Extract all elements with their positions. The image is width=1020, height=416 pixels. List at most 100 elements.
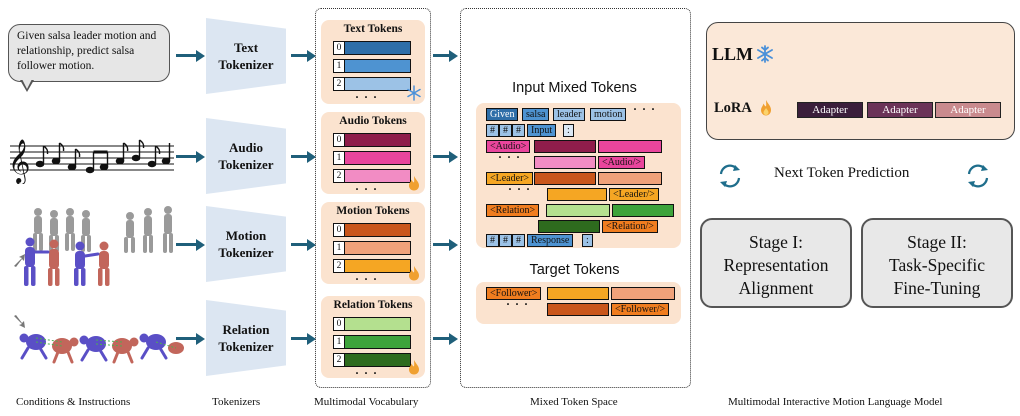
ellipsis: · · · bbox=[506, 297, 530, 311]
token-chip bbox=[546, 204, 610, 217]
arrow-icon bbox=[291, 332, 316, 345]
dancers-motion-figure bbox=[14, 206, 173, 286]
token-row: 2 bbox=[333, 259, 411, 273]
ellipsis: · · · bbox=[498, 150, 522, 164]
pointer-arrow-icon bbox=[14, 315, 25, 328]
column-label-tokenizers: Tokenizers bbox=[212, 396, 261, 408]
token-index: 2 bbox=[334, 354, 345, 366]
token-chip: motion bbox=[590, 108, 627, 121]
mixed-token-frame bbox=[460, 8, 691, 388]
token-chip bbox=[612, 204, 674, 217]
token-chip: # bbox=[512, 234, 525, 247]
llm-title: LLM bbox=[712, 44, 754, 64]
token-row: 2 bbox=[333, 353, 411, 367]
svg-text:𝄞: 𝄞 bbox=[8, 139, 30, 184]
tokenizer-label: Tokenizer bbox=[218, 245, 274, 260]
adapter-block: Adapter bbox=[935, 102, 1001, 118]
stage-1-box: Stage I: Representation Alignment bbox=[700, 218, 852, 308]
token-chip bbox=[598, 140, 662, 153]
tokenizer-label: Tokenizer bbox=[218, 57, 274, 72]
token-chip: <Leader/> bbox=[609, 188, 659, 201]
ellipsis: · · · bbox=[355, 182, 379, 196]
token-chip bbox=[598, 172, 662, 185]
stage-line: Stage II: bbox=[907, 232, 967, 252]
token-chip: <Follower> bbox=[486, 287, 542, 300]
vocab-title: Text Tokens bbox=[343, 23, 403, 35]
arrow-icon bbox=[176, 150, 205, 163]
token-row: 1 bbox=[333, 241, 411, 255]
token-row: 1 bbox=[333, 335, 411, 349]
music-score-icon: 𝄞 bbox=[8, 139, 174, 184]
token-chip: # bbox=[499, 124, 512, 137]
arrow-icon bbox=[433, 332, 458, 345]
target-tokens-title: Target Tokens bbox=[529, 262, 620, 278]
token-chip bbox=[547, 287, 609, 300]
token-row: 0 bbox=[333, 223, 411, 237]
stage-line: Task-Specific bbox=[889, 255, 985, 275]
token-chip: Given bbox=[486, 108, 519, 121]
token-chip: # bbox=[486, 124, 499, 137]
tokenizer-label: Text bbox=[233, 40, 259, 55]
token-chip bbox=[534, 156, 596, 169]
token-index: 2 bbox=[334, 260, 345, 272]
pointer-arrow-icon bbox=[14, 254, 25, 267]
token-chip bbox=[534, 172, 596, 185]
dancers-relation-figure bbox=[14, 315, 184, 364]
lora-label: LoRA bbox=[714, 100, 752, 116]
token-row: 0 bbox=[333, 317, 411, 331]
tokenizer-label: Motion bbox=[225, 228, 267, 243]
token-index: 2 bbox=[334, 78, 345, 90]
token-chip: : bbox=[582, 234, 593, 247]
tokenizer-label: Audio bbox=[229, 140, 263, 155]
vocab-card: Motion Tokens 0 1 2 · · · bbox=[321, 202, 425, 286]
ellipsis: · · · bbox=[355, 272, 379, 286]
column-label-vocabulary: Multimodal Vocabulary bbox=[314, 396, 419, 408]
arrow-icon bbox=[291, 238, 316, 251]
tokenizer-label: Tokenizer bbox=[218, 339, 274, 354]
instruction-text: Given salsa leader motion and relationsh… bbox=[17, 30, 157, 72]
token-chip: # bbox=[499, 234, 512, 247]
arrow-icon bbox=[433, 238, 458, 251]
next-token-prediction-label: Next Token Prediction bbox=[774, 165, 910, 181]
adapter-block: Adapter bbox=[867, 102, 933, 118]
token-chip bbox=[611, 287, 675, 300]
vocabulary-frame bbox=[315, 8, 431, 388]
vocab-card: Audio Tokens 0 1 2· · · bbox=[321, 112, 425, 196]
token-index: 0 bbox=[334, 134, 345, 146]
token-chip: <Audio/> bbox=[598, 156, 646, 169]
token-chip: # bbox=[486, 234, 499, 247]
snowflake-icon bbox=[757, 45, 773, 63]
token-chip: Response bbox=[527, 234, 574, 247]
token-index: 1 bbox=[334, 242, 345, 254]
token-row: 2 bbox=[333, 77, 411, 91]
arrow-icon bbox=[291, 49, 316, 62]
flame-icon bbox=[409, 176, 419, 191]
token-chip bbox=[547, 303, 609, 316]
token-chip: leader bbox=[553, 108, 586, 121]
ellipsis: · · · bbox=[633, 102, 657, 116]
token-chip: salsa bbox=[522, 108, 550, 121]
snowflake-icon bbox=[407, 85, 421, 101]
token-row: 1 bbox=[333, 151, 411, 165]
token-index: 0 bbox=[334, 42, 345, 54]
column-label-model: Multimodal Interactive Motion Language M… bbox=[728, 396, 943, 408]
token-chip bbox=[547, 188, 607, 201]
vocab-title: Audio Tokens bbox=[339, 115, 407, 127]
adapter-block: Adapter bbox=[797, 102, 863, 118]
arrow-icon bbox=[433, 49, 458, 62]
stage-line: Stage I: bbox=[749, 232, 803, 252]
token-row: 0 bbox=[333, 41, 411, 55]
vocab-title: Motion Tokens bbox=[336, 205, 410, 217]
tokenizer-label: Relation bbox=[222, 322, 270, 337]
column-label-mixed: Mixed Token Space bbox=[530, 396, 618, 408]
flame-icon bbox=[761, 100, 771, 116]
arrow-icon bbox=[291, 150, 316, 163]
tokenizer-label: Tokenizer bbox=[218, 157, 274, 172]
token-index: 1 bbox=[334, 152, 345, 164]
token-row: 2 bbox=[333, 169, 411, 183]
arrow-icon bbox=[176, 332, 205, 345]
